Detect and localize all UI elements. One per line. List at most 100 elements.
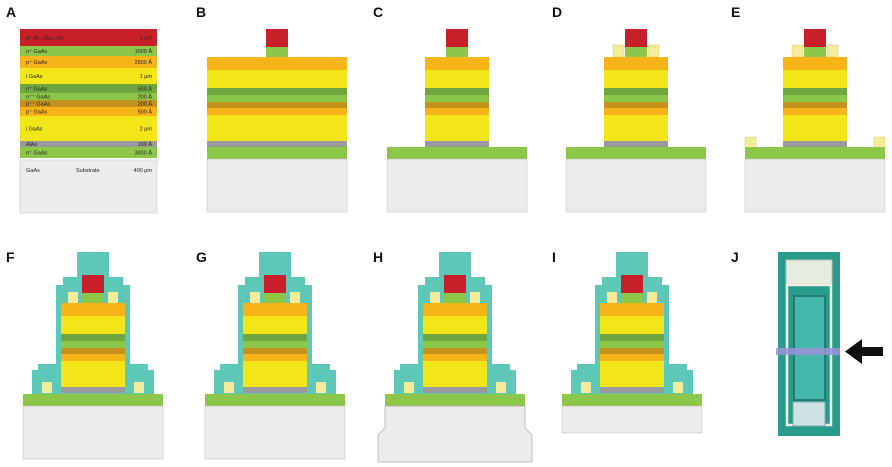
- panel-j-microscope-photo: [776, 252, 883, 436]
- top-contact-pad: [470, 292, 480, 303]
- top-contact-pad: [826, 44, 839, 58]
- panel-letter-j: J: [731, 249, 739, 265]
- layer-thickness: 500 Å: [138, 86, 153, 93]
- epi-layer: [207, 108, 347, 115]
- epi-layer: [604, 88, 668, 95]
- substrate-label: Substrate: [76, 168, 100, 174]
- substrate-thickness: 400 μm: [134, 168, 153, 174]
- arrow-icon: [845, 339, 883, 364]
- panel-letter-d: D: [552, 4, 562, 20]
- layer-band: [20, 100, 157, 107]
- epi-layer: [61, 303, 125, 316]
- bottom-contact-pad: [496, 382, 506, 393]
- top-contact-pad: [430, 292, 440, 303]
- panel-f-diagram: [22, 252, 164, 460]
- layer-thickness: 200 Å: [138, 94, 153, 101]
- bottom-contact-layer: [745, 147, 885, 159]
- epi-layer: [425, 102, 489, 108]
- top-contact-pad: [250, 292, 260, 303]
- layer-band: [20, 56, 157, 68]
- epi-layer: [243, 316, 307, 334]
- bottom-contact-pad: [134, 382, 144, 393]
- bottom-contact-layer: [385, 394, 525, 406]
- layer-thickness: 200 Å: [138, 101, 153, 108]
- layer-thickness: 2500 Å: [135, 59, 153, 66]
- bottom-contact-pad: [404, 382, 414, 393]
- cap-layer: [625, 29, 647, 47]
- panel-d-diagram: [565, 29, 707, 213]
- layer-name: p⁺⁺ GaAs: [26, 101, 50, 108]
- epi-layer: [243, 334, 307, 341]
- layer-row: p⁺⁺ GaAs 200 Å: [20, 100, 157, 108]
- contact-layer: [621, 293, 643, 303]
- epi-layer: [783, 57, 847, 70]
- panel-letter-c: C: [373, 4, 383, 20]
- layer-thickness: 100 Å: [138, 141, 153, 148]
- layer-thickness: 1000 Å: [135, 48, 153, 55]
- epi-layer: [61, 341, 125, 348]
- epi-layer: [61, 348, 125, 354]
- epi-layer: [423, 354, 487, 361]
- bottom-contact-layer: [566, 147, 706, 159]
- epi-layer: [604, 115, 668, 141]
- layer-band: [20, 116, 157, 141]
- layer-thickness: 1 μm: [140, 36, 153, 42]
- epi-layer: [604, 95, 668, 102]
- cap-layer: [266, 29, 288, 47]
- epi-layer: [600, 348, 664, 354]
- epi-layer: [600, 341, 664, 348]
- contact-layer: [446, 47, 468, 57]
- top-contact-pad: [68, 292, 78, 303]
- epi-layer: [207, 102, 347, 108]
- top-contact-pad: [612, 44, 625, 58]
- panel-b-diagram: [206, 29, 348, 213]
- epi-layer: [604, 70, 668, 88]
- substrate: [386, 158, 528, 213]
- cap-layer: [446, 29, 468, 47]
- epi-layer: [207, 57, 347, 70]
- layer-band: [20, 68, 157, 84]
- layer-band: [20, 29, 157, 46]
- photo-top-pad: [785, 259, 833, 285]
- substrate-material: GaAs: [26, 168, 40, 174]
- alas-layer: [243, 387, 307, 393]
- epi-layer: [604, 57, 668, 70]
- epi-layer: [423, 361, 487, 387]
- epi-layer: [243, 361, 307, 387]
- panel-letter-a: A: [6, 4, 16, 20]
- panel-letter-e: E: [731, 4, 740, 20]
- epi-layer: [61, 334, 125, 341]
- epi-layer: [423, 334, 487, 341]
- epi-layer: [425, 88, 489, 95]
- epi-layer: [425, 95, 489, 102]
- epi-layer: [423, 303, 487, 316]
- top-contact-pad: [290, 292, 300, 303]
- cap-layer: [621, 275, 643, 293]
- top-contact-pad: [647, 44, 660, 58]
- top-contact-pad: [108, 292, 118, 303]
- layer-name: n⁺ GaAs: [26, 150, 47, 157]
- substrate: [204, 405, 346, 460]
- alas-layer: [207, 141, 347, 147]
- epi-layer: [207, 115, 347, 141]
- contact-layer: [266, 47, 288, 57]
- layer-name: p⁺ GaAs: [26, 109, 47, 116]
- panel-c-diagram: [386, 29, 528, 213]
- layer-band: [20, 46, 157, 56]
- epi-layer: [425, 108, 489, 115]
- bottom-contact-pad: [42, 382, 52, 393]
- photo-cross-section-line: [776, 348, 840, 355]
- top-contact-pad: [791, 44, 804, 58]
- panel-a-substrate: [19, 159, 158, 214]
- substrate: [744, 158, 886, 213]
- substrate: [561, 405, 703, 434]
- contact-layer: [625, 47, 647, 57]
- cap-layer: [804, 29, 826, 47]
- epi-layer: [425, 70, 489, 88]
